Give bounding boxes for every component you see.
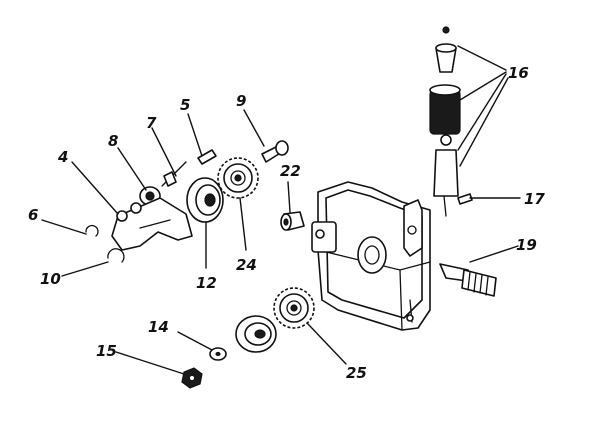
callout-19: 19 (516, 236, 537, 254)
callout-labels: 4 5 6 7 8 9 10 12 14 15 16 17 19 22 24 2… (28, 64, 545, 382)
part-6-retaining-clip (85, 224, 99, 237)
callout-14: 14 (148, 318, 169, 336)
extruder-frame (311, 181, 431, 331)
callout-25: 25 (346, 364, 367, 382)
part-19-knurled-gear (439, 263, 497, 297)
part-7-clip (161, 161, 187, 187)
drive-pulley (235, 315, 277, 353)
part-15-nut (181, 367, 203, 389)
part-9-bolt (261, 140, 289, 163)
part-14-washer (209, 347, 227, 361)
part-10-retaining-clip (107, 248, 125, 263)
callout-7: 7 (146, 114, 157, 132)
part-16-shaft-stack (429, 26, 461, 217)
part-4-lever-arm (111, 197, 193, 251)
callout-24: 24 (236, 256, 257, 274)
callout-16: 16 (508, 64, 529, 82)
callout-4: 4 (57, 148, 68, 166)
callout-22: 22 (280, 162, 301, 180)
callout-10: 10 (40, 270, 61, 288)
callout-12: 12 (196, 274, 217, 292)
part-17-pin (457, 193, 473, 205)
leader-lines (41, 45, 521, 375)
part-8-roller (139, 186, 161, 206)
callout-17: 17 (524, 190, 545, 208)
callout-8: 8 (108, 132, 118, 150)
part-5-pin (197, 149, 217, 165)
callout-15: 15 (96, 342, 117, 360)
part-24-gear (217, 157, 259, 199)
part-25-gear (273, 287, 315, 329)
callout-9: 9 (236, 92, 246, 110)
callout-5: 5 (180, 96, 190, 114)
part-12-bearing (186, 177, 224, 223)
callout-6: 6 (28, 206, 38, 224)
part-22-bushing (280, 211, 305, 231)
